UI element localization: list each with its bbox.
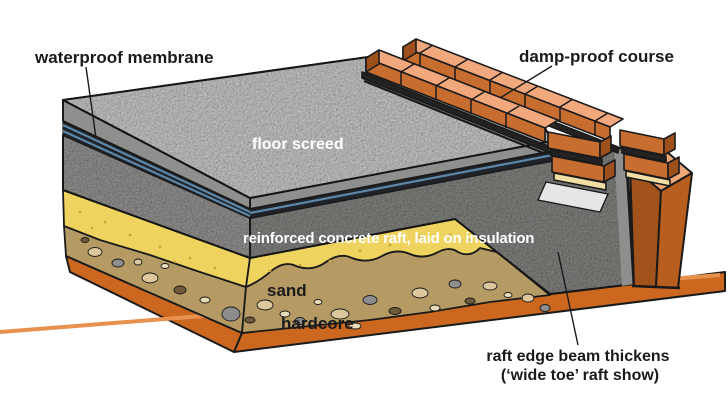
waterproof-membrane-label: waterproof membrane xyxy=(34,48,214,67)
inner-stack-insulation-strip xyxy=(553,172,607,191)
inner-dpc-strip xyxy=(361,71,549,153)
outer-brick-joints xyxy=(419,44,609,135)
membrane-blue-lines xyxy=(62,124,559,218)
dpc-leader-line xyxy=(499,65,553,99)
inner-dpc-second-line xyxy=(363,79,547,156)
membrane-leader-line xyxy=(85,66,97,139)
hardcore-stones xyxy=(80,237,551,330)
outer-stack-insulation-strip xyxy=(625,170,671,187)
raft-edge-leader-line xyxy=(557,251,579,346)
outer-stack-brick-1-end xyxy=(663,132,676,156)
raft-label: reinforced concrete raft, laid on insula… xyxy=(243,230,534,247)
sand-front-face xyxy=(245,218,498,288)
hardcore-label: hardcore xyxy=(281,314,354,333)
inner-stack-brick-2-end xyxy=(603,159,616,183)
insulation-upstand-right-face xyxy=(655,172,693,289)
inner-brick-row-end-face xyxy=(365,49,380,73)
inner-brick-joints xyxy=(400,63,520,128)
notch-ledge xyxy=(537,181,609,213)
damp-proof-course-label: damp-proof course xyxy=(519,47,674,66)
upstand-seam-gray xyxy=(614,150,634,286)
upstand-base-seam xyxy=(631,284,681,290)
raft-edge-label-line2: (‘wide toe’ raft show) xyxy=(501,367,659,384)
raft-edge-label-line1: raft edge beam thickens xyxy=(486,348,669,365)
raft-front-face xyxy=(249,147,635,295)
sand-label: sand xyxy=(267,281,307,300)
sand-speckles xyxy=(78,210,472,278)
outer-brick-row-end-face xyxy=(402,38,417,62)
inner-stack-brick-1-end xyxy=(599,135,612,159)
outer-stack-brick-2-end xyxy=(667,156,680,180)
floor-screed-label: floor screed xyxy=(252,136,344,153)
leader-lines xyxy=(85,65,579,346)
